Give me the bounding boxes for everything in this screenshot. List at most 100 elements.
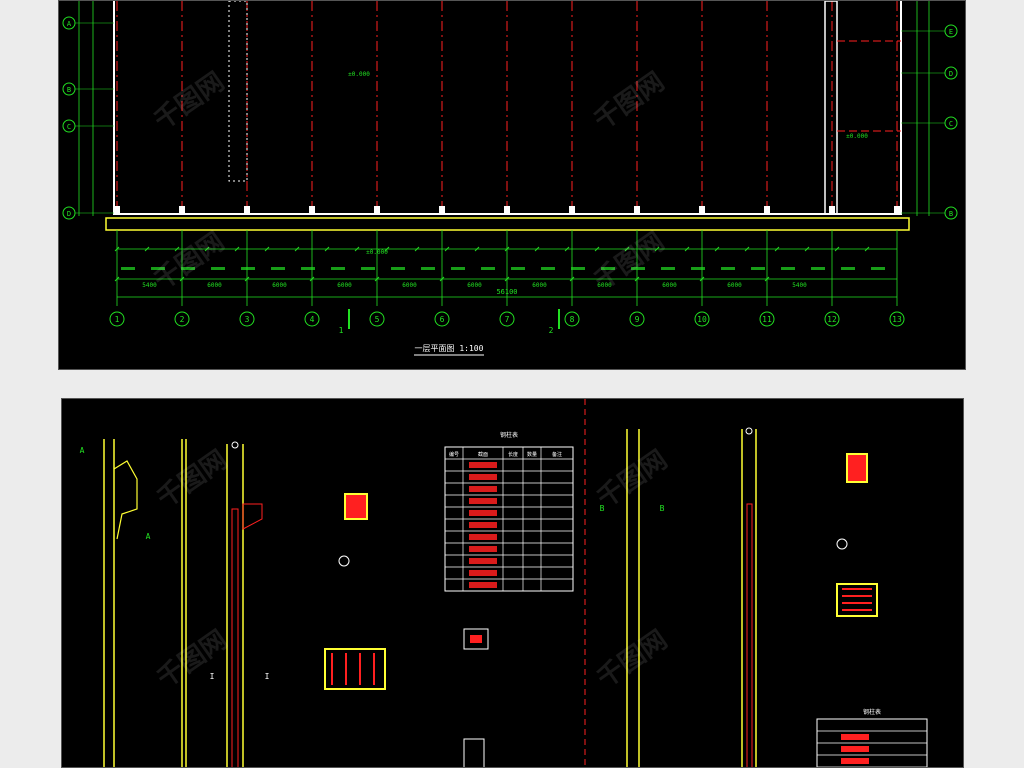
letter-axis-label: A bbox=[67, 20, 72, 28]
dimension-tick bbox=[114, 276, 120, 282]
dimension-text-stub bbox=[451, 267, 465, 270]
dimension-text-stub bbox=[541, 267, 555, 270]
corbel-section bbox=[242, 503, 263, 530]
column-marker bbox=[829, 206, 835, 215]
axis-bubble bbox=[824, 311, 840, 327]
axis-number-label: 5 bbox=[375, 315, 380, 324]
dimension-tick bbox=[864, 246, 870, 252]
dimension-text-stub bbox=[361, 267, 375, 270]
dimension-tick bbox=[474, 246, 480, 252]
table-frame bbox=[816, 718, 928, 767]
column-rebar bbox=[746, 503, 753, 767]
letter-axis-label: C bbox=[67, 123, 71, 131]
section-a-block bbox=[344, 493, 368, 520]
dimension-text-stub bbox=[391, 267, 405, 270]
level-mark: ±0.000 bbox=[348, 71, 370, 78]
column-marker bbox=[244, 206, 250, 215]
dimension-tick bbox=[384, 246, 390, 252]
table-title: 钢柱表 bbox=[500, 431, 518, 439]
section-label: A bbox=[80, 446, 85, 455]
dimension-text-stub bbox=[841, 267, 855, 270]
section-marker bbox=[338, 555, 350, 567]
plan-title: 一层平面图 1:100 bbox=[415, 344, 484, 353]
table-title: 钢柱表 bbox=[863, 708, 881, 716]
dimension-text-stub bbox=[421, 267, 435, 270]
table-header-cell: 编号 bbox=[449, 451, 459, 458]
axis-number-label: 9 bbox=[635, 315, 640, 324]
bay-dimension-label: 5400 bbox=[792, 282, 807, 289]
dimension-text-stub bbox=[781, 267, 795, 270]
column-marker bbox=[634, 206, 640, 215]
dimension-text-stub bbox=[811, 267, 825, 270]
column-marker bbox=[569, 206, 575, 215]
dimension-tick bbox=[309, 276, 315, 282]
table-header-cell: 数量 bbox=[527, 451, 537, 458]
dimension-text-stub bbox=[721, 267, 735, 270]
table-header-cell: 备注 bbox=[552, 451, 562, 458]
section-marker bbox=[836, 538, 848, 550]
dimension-tick bbox=[654, 246, 660, 252]
dimension-tick bbox=[774, 246, 780, 252]
dimension-tick bbox=[354, 246, 360, 252]
dimension-tick bbox=[439, 276, 445, 282]
column-marker bbox=[504, 206, 510, 215]
axis-number-label: 2 bbox=[180, 315, 185, 324]
axis-number-label: 11 bbox=[762, 315, 772, 324]
table-section-fill bbox=[469, 498, 497, 504]
letter-axis-label: B bbox=[949, 210, 953, 218]
dimension-text-stub bbox=[241, 267, 255, 270]
dimension-tick bbox=[414, 246, 420, 252]
axis-number-label: 6 bbox=[440, 315, 445, 324]
dimension-text-stub bbox=[751, 267, 765, 270]
annex-wall bbox=[824, 1, 838, 215]
column-marker bbox=[114, 206, 120, 215]
dimension-tick bbox=[804, 246, 810, 252]
letter-axis-label: D bbox=[67, 210, 71, 218]
axis-number-label: 8 bbox=[570, 315, 575, 324]
bay-dimension-label: 6000 bbox=[662, 282, 677, 289]
section-block bbox=[846, 453, 868, 483]
detail-block-fill bbox=[470, 635, 482, 643]
dimension-tick bbox=[764, 276, 770, 282]
column-marker bbox=[764, 206, 770, 215]
bay-dimension-label: 6000 bbox=[402, 282, 417, 289]
column-marker bbox=[439, 206, 445, 215]
table-section-fill bbox=[469, 510, 497, 516]
dimension-tick bbox=[569, 276, 575, 282]
dimension-text-stub bbox=[151, 267, 165, 270]
dimension-tick bbox=[504, 276, 510, 282]
table-section-fill bbox=[841, 734, 869, 740]
dimension-text-stub bbox=[271, 267, 285, 270]
section-label: A bbox=[146, 532, 151, 541]
table-section-fill bbox=[469, 570, 497, 576]
bay-dimension-label: 6000 bbox=[597, 282, 612, 289]
axis-number-label: 4 bbox=[310, 315, 315, 324]
dimension-tick bbox=[624, 246, 630, 252]
letter-axis-label: D bbox=[949, 70, 953, 78]
plinth-outline bbox=[105, 217, 910, 231]
dimension-tick bbox=[174, 246, 180, 252]
letter-axis-label: C bbox=[949, 120, 953, 128]
bay-dimension-label: 5400 bbox=[142, 282, 157, 289]
axis-bubble bbox=[564, 311, 580, 327]
dimension-tick bbox=[744, 246, 750, 252]
dimension-tick bbox=[294, 246, 300, 252]
detail-block bbox=[463, 628, 489, 650]
table-section-fill bbox=[469, 522, 497, 528]
dimension-tick bbox=[534, 246, 540, 252]
table-section-fill bbox=[469, 474, 497, 480]
axis-bubble bbox=[304, 311, 320, 327]
table-section-fill bbox=[841, 758, 869, 764]
table-header-cell: 长度 bbox=[508, 451, 518, 458]
dashed-strip bbox=[228, 1, 248, 182]
bay-dimension-label: 6000 bbox=[467, 282, 482, 289]
level-mark: ±0.000 bbox=[366, 249, 388, 256]
detail-block bbox=[463, 738, 485, 767]
section-mark-label: 2 bbox=[549, 326, 554, 335]
bay-dimension-label: 6000 bbox=[207, 282, 222, 289]
letter-axis-label: E bbox=[949, 28, 953, 36]
table-section-fill bbox=[469, 462, 497, 468]
axis-bubble bbox=[694, 311, 710, 327]
bay-dimension-label: 6000 bbox=[532, 282, 547, 289]
dimension-tick bbox=[834, 246, 840, 252]
